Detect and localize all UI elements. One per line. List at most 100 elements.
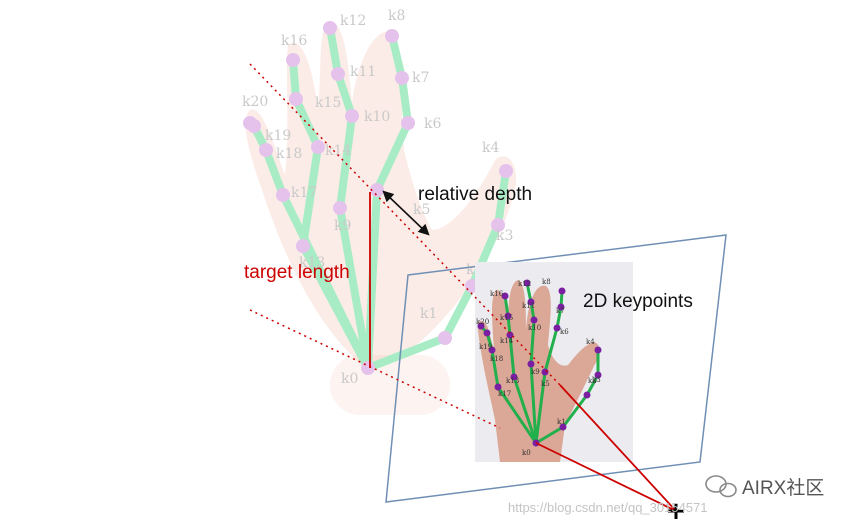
hand3d-joint-k3: [491, 218, 505, 232]
hand2d-label-k15: k15: [500, 314, 513, 322]
hand3d-joint-k9: [333, 201, 347, 215]
hand2d-label-k17: k17: [498, 390, 511, 398]
hand3d-joint-k15: [289, 92, 303, 106]
projection-ray-top-solid: [559, 384, 677, 512]
hand3d-joint-k20: [243, 116, 257, 130]
hand3d-label-k19: k19: [265, 128, 291, 144]
hand2d-joint-k1: [559, 423, 567, 431]
image-plane: [385, 234, 727, 503]
hand2d-joint-k19: [483, 329, 491, 337]
hand3d-label-k11: k11: [350, 64, 376, 80]
hand3d-label-k15: k15: [315, 95, 341, 111]
hand3d-joint-k13: [296, 239, 310, 253]
hand3d-label-k8: k8: [388, 8, 405, 24]
hand2d-joint-k20: [477, 322, 485, 330]
joints-3d: [243, 21, 513, 375]
hand2d-label-k1: k1: [557, 418, 566, 426]
hand3d-joint-k10: [345, 109, 359, 123]
hand2d-joint-k15: [504, 312, 512, 320]
hand2d-label-k4: k4: [586, 338, 595, 346]
hand3d-bone-k11-k12: [326, 24, 342, 78]
camera-center-cross-icon: [668, 503, 684, 519]
wechat-logo-icon: [705, 475, 737, 498]
target-length-label: target length: [244, 262, 350, 283]
hand2d-label-k20: k20: [476, 318, 489, 326]
hand2d-joint-k4: [594, 346, 602, 354]
hand2d-joint-k14: [506, 331, 514, 339]
hand3d-joint-k0: [361, 361, 375, 375]
hand3d-joint-k1: [438, 331, 452, 345]
hand2d-joint-k18: [488, 346, 496, 354]
hand3d-bone-k6-k7: [398, 74, 412, 127]
hand3d-bone-k9-k10: [336, 112, 356, 212]
hand3d-joint-k18: [259, 143, 273, 157]
hand2d-bone-k13-k14: [508, 333, 516, 379]
hand3d-joint-k17: [276, 188, 290, 202]
hand2d-joint-k3: [594, 371, 602, 379]
hand3d-joint-k6: [401, 116, 415, 130]
hand3d-joint-k4: [499, 164, 513, 178]
joint-labels-2d: k0k1k2k3k4k5k6k7k8k9k10k11k12k13k14k15k1…: [476, 278, 601, 457]
hand2d-label-k3: k3: [592, 376, 601, 384]
hand3d-label-k4: k4: [482, 140, 499, 156]
hand2d-joint-k11: [527, 298, 535, 306]
hand2d-label-k0: k0: [522, 449, 531, 457]
hand3d-label-k20: k20: [242, 94, 268, 110]
hand2d-joint-k2: [583, 391, 591, 399]
hand2d-label-k10: k10: [528, 324, 541, 332]
hand3d-joint-k8: [385, 29, 399, 43]
hand2d-joint-k8: [558, 287, 566, 295]
hand3d-label-k18: k18: [276, 146, 302, 162]
hand3d-bone-k5-k6: [373, 119, 412, 194]
hand3d-label-k16: k16: [281, 33, 307, 49]
hand2d-label-k7: k7: [556, 307, 565, 315]
relative-depth-arrow: [382, 190, 430, 236]
hand3d-bone-k3-k4: [494, 167, 510, 229]
hand3d-bone-k0-k9: [336, 204, 372, 372]
hand3d-joint-k7: [395, 71, 409, 85]
hand3d-bone-k0-k1: [364, 334, 449, 372]
hand3d-joint-k14: [311, 140, 325, 154]
hand2d-label-k18: k18: [490, 355, 503, 363]
hand2d-label-k13: k13: [506, 377, 519, 385]
hand2d-bone-k6-k7: [555, 305, 563, 330]
hand2d-label-k8: k8: [542, 278, 551, 286]
hand2d-bone-k1-k2: [561, 393, 589, 429]
hand3d-bone-k1-k2: [441, 282, 476, 342]
relative-depth-label: relative depth: [418, 184, 532, 205]
hand2d-bone-k0-k17: [496, 385, 538, 445]
projection-ray-bottom-solid: [535, 442, 677, 512]
projection-ray-bottom-dotted: [249, 309, 501, 429]
watermark-url: https://blog.csdn.net/qq_30154571: [508, 500, 708, 515]
hand2d-label-k11: k11: [522, 302, 535, 310]
hand2d-label-k19: k19: [479, 343, 492, 351]
hand2d-joint-k12: [523, 279, 531, 287]
hand2d-label-k9: k9: [531, 368, 540, 376]
hand2d-bone-k0-k5: [534, 370, 547, 445]
hand2d-label-k2: k2: [588, 377, 597, 385]
keypoints-2d-label: 2D keypoints: [583, 291, 693, 312]
hand3d-bone-k0-k17: [279, 191, 372, 372]
hand3d-bone-k17-k18: [262, 146, 287, 199]
hand2d-label-k5: k5: [541, 380, 550, 388]
hand3d-label-k9: k9: [334, 218, 351, 234]
hand3d-joint-k5: [370, 183, 384, 197]
hand2d-joint-k17: [494, 383, 502, 391]
hand2d-joint-k7: [557, 303, 565, 311]
hand3d-label-k14: k14: [325, 143, 351, 159]
hand2d-label-k6: k6: [560, 328, 569, 336]
hand2d-bone-k5-k6: [543, 326, 559, 374]
joints-2d: [477, 279, 602, 447]
hand-3d-wrist-shade: [330, 355, 450, 415]
hand3d-label-k13: k13: [299, 255, 325, 271]
hand3d-label-k7: k7: [412, 70, 429, 86]
hand3d-joint-k11: [331, 67, 345, 81]
hand3d-joint-k12: [323, 21, 337, 35]
hand2d-bone-k0-k9: [529, 362, 538, 445]
hand3d-label-k10: k10: [364, 109, 390, 125]
hand3d-label-k12: k12: [340, 13, 366, 29]
hand3d-label-k17: k17: [291, 185, 317, 201]
hand2d-joint-k16: [501, 292, 509, 300]
